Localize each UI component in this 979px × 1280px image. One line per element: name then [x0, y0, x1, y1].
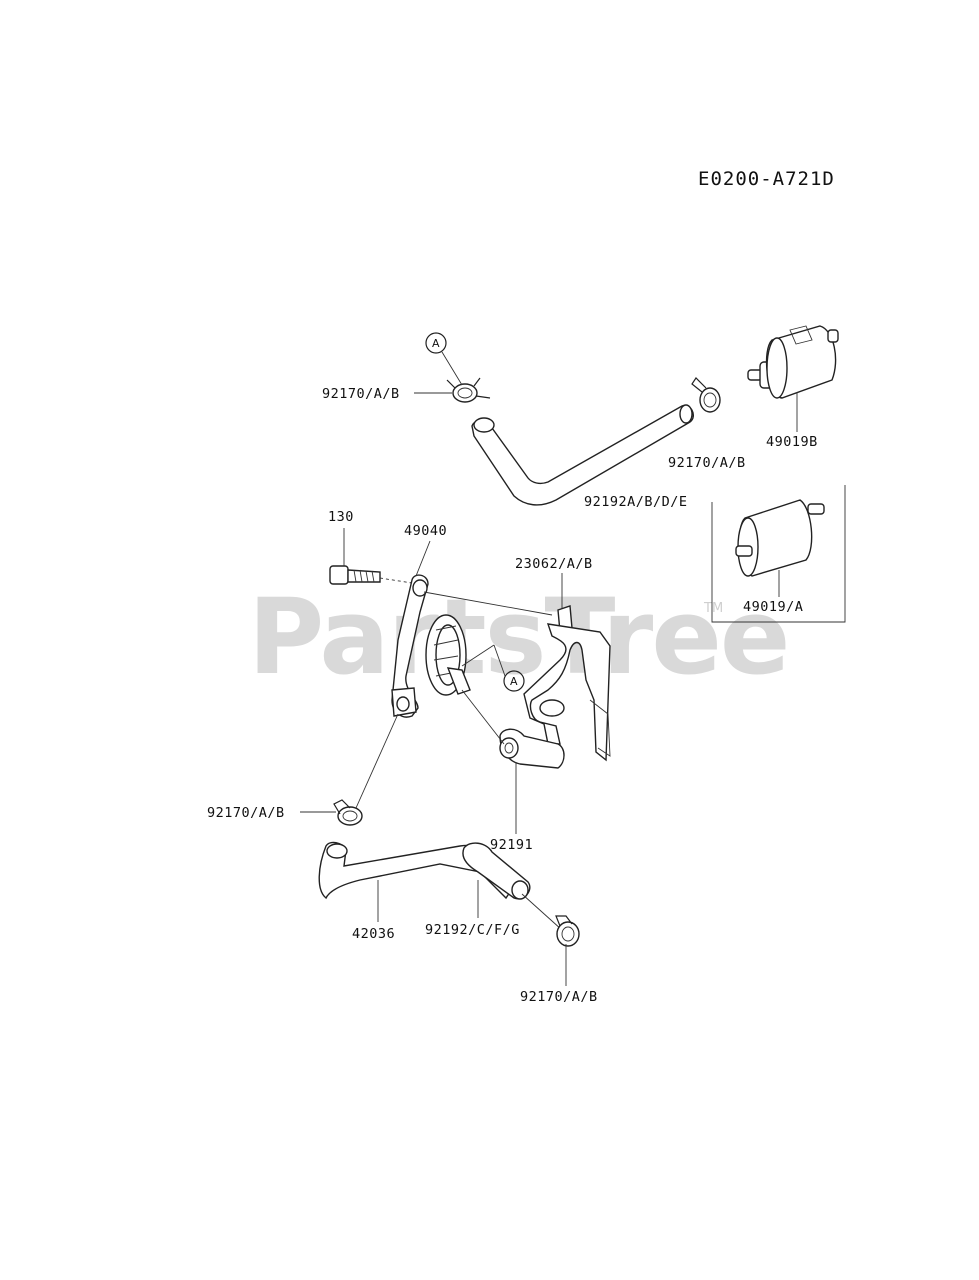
watermark-tm: TM [703, 601, 723, 616]
label-clamp-bottom: 92170/A/B [520, 989, 598, 1005]
ref-mark-a-top-label: A [432, 337, 440, 350]
clamp-bottom[interactable] [555, 915, 580, 947]
diagram-code: E0200-A721D [698, 168, 835, 190]
clamp-upper-right[interactable] [691, 377, 721, 413]
filter-a-inset [711, 485, 846, 623]
ref-mark-a-middle [503, 670, 525, 692]
label-hose-upper: 92192A/B/D/E [584, 494, 688, 510]
label-fitting: 92191 [490, 837, 533, 853]
fuel-pump[interactable] [391, 574, 471, 718]
label-bolt: 130 [328, 509, 354, 525]
clamp-left[interactable] [333, 799, 363, 826]
label-clamp-left: 92170/A/B [207, 805, 285, 821]
ref-mark-a-middle-label: A [510, 675, 518, 688]
label-hose-lower: 92192/C/F/G [425, 922, 520, 938]
fuel-filter-a[interactable] [735, 499, 825, 577]
label-filter-b: 49019B [766, 434, 818, 450]
label-bracket: 23062/A/B [515, 556, 593, 572]
clamp-top[interactable] [446, 377, 491, 403]
lower-hose[interactable] [462, 842, 531, 900]
bolt[interactable] [329, 565, 381, 585]
label-clamp-top: 92170/A/B [322, 386, 400, 402]
ref-mark-a-top [425, 332, 447, 354]
watermark: PartsTree [248, 576, 788, 698]
upper-hose[interactable] [471, 404, 694, 506]
label-filter-a: 49019/A [743, 599, 803, 615]
fuel-filter-b[interactable] [747, 325, 839, 399]
label-pump: 49040 [404, 523, 447, 539]
fitting[interactable] [499, 728, 565, 769]
bracket[interactable] [523, 605, 611, 762]
label-clamp-upper-right: 92170/A/B [668, 455, 746, 471]
label-pipe: 42036 [352, 926, 395, 942]
